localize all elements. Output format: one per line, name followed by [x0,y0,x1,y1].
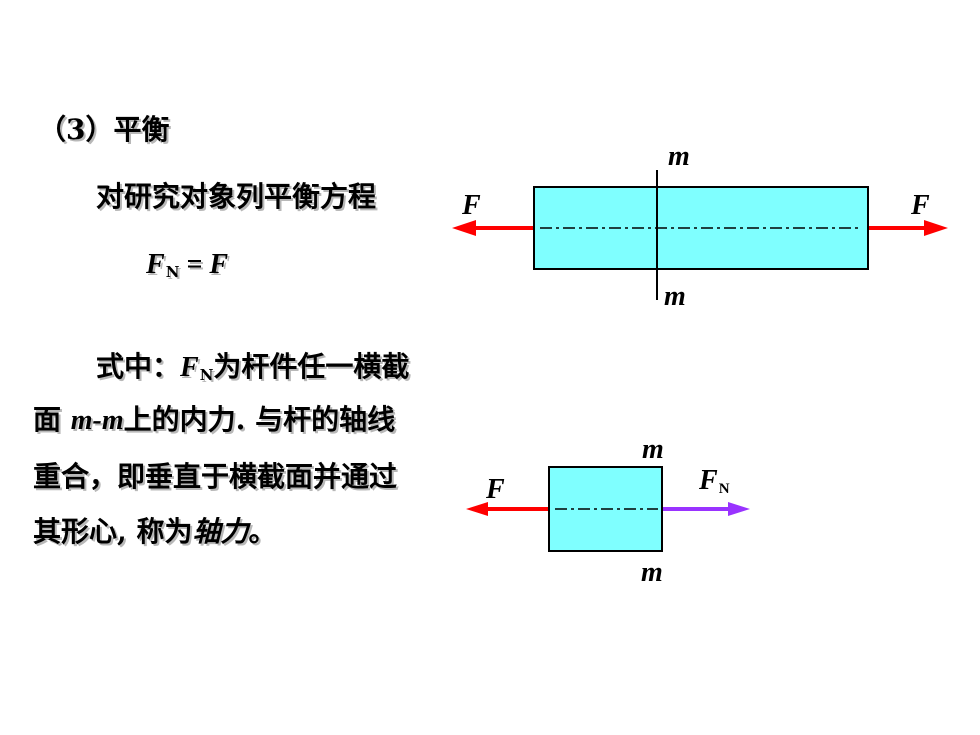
equilibrium-equation: FN = F [146,247,228,281]
paragraph-line-1-prefix: 式中： [96,350,181,383]
diagram2-left-arrowhead [466,502,488,516]
equation-lhs-sub: N [165,263,180,281]
paragraph-line-2-suffix: 上的内力. 与杆的轴线 [123,403,396,436]
diagram2-left-force-label: F [486,474,505,505]
diagram2-internal-force-symbol: F [699,465,718,496]
paragraph-symbol: F [180,352,199,383]
diagram2-internal-force-label: FN [699,467,730,497]
equation-lhs: F [146,249,165,280]
equation-rest: = F [179,249,229,280]
diagram2-bottom-m-label: m [641,557,663,588]
paragraph-line-4-prefix: 其形心, 称为 [33,515,193,548]
diagram2-internal-arrowhead [728,502,750,516]
paragraph-line-4: 其形心, 称为轴力。 [33,510,277,550]
diagram1-right-force-label: F [911,190,930,221]
paragraph-line-2-prefix: 面 [33,403,71,436]
diagram1-top-m-label: m [668,141,690,172]
diagram1-left-arrowhead [452,220,476,236]
intro-text: 对研究对象列平衡方程 [96,180,377,213]
paragraph-line-2: 面 m-m上的内力. 与杆的轴线 [33,398,395,438]
section-heading: （3）平衡 [38,113,170,146]
diagram2-internal-force-sub: N [718,481,730,497]
paragraph-line-1: 式中：FN为杆件任一横截 [96,345,409,385]
diagram2-top-m-label: m [642,434,664,465]
diagram1-right-arrowhead [924,220,948,236]
diagram-1 [452,170,948,300]
diagram1-bottom-m-label: m [664,281,686,312]
axial-force-term: 轴力 [192,517,249,548]
paragraph-line-3: 重合，即垂直于横截面并通过 [33,460,398,493]
diagram-2 [466,466,750,552]
diagram1-left-force-label: F [462,190,481,221]
paragraph-section-var: m-m [70,405,124,436]
paragraph-symbol-sub: N [199,366,214,384]
paragraph-line-4-end: 。 [248,515,277,548]
paragraph-line-1-suffix: 为杆件任一横截 [213,350,410,383]
